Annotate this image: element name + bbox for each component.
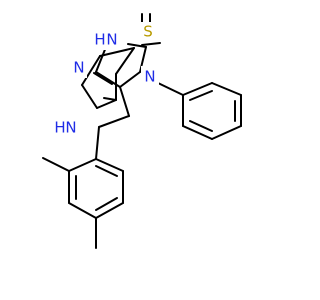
bond-n2-c3	[81, 55, 101, 86]
bond-c3-n4	[115, 47, 135, 75]
phenyl-b4	[211, 125, 242, 140]
triazole-n1-hydrogen: H	[94, 31, 105, 49]
xylyl-b3	[68, 202, 97, 219]
bond-c3-n1a	[99, 47, 135, 57]
xylyl-b1	[68, 158, 97, 172]
molecule-canvas: S N H N N H N	[42, 13, 242, 249]
phenyl-d3	[189, 120, 213, 132]
bond-thione-c	[141, 42, 161, 46]
phenyl-b2	[211, 82, 242, 96]
triazole-n4-mask	[141, 66, 159, 88]
methyl-ortho	[42, 157, 70, 172]
amine-hydrogen-label: H	[54, 119, 65, 137]
thione-s-mask	[140, 22, 156, 42]
molecule-structure: S N H N N H N	[42, 13, 242, 249]
phenyl-b1	[182, 82, 213, 96]
thione-sulfur-label: S	[143, 23, 153, 41]
bond-c5-ch2	[119, 86, 130, 117]
bond-n4-c5b	[119, 71, 141, 88]
phenyl-d1	[189, 90, 213, 101]
triazole-n1-mask	[91, 29, 120, 50]
bond-c5-n1	[96, 99, 117, 109]
bond-nh-aryl	[95, 126, 100, 160]
bond-n1-n2	[81, 84, 98, 109]
bond-n4-phenyl	[157, 82, 184, 96]
bond-nh-c	[127, 43, 147, 48]
xylyl-d2	[95, 197, 118, 211]
amine-nitrogen-label: N	[65, 119, 76, 137]
xylyl-b4	[95, 202, 124, 219]
bond-c5-nb	[95, 71, 121, 88]
xylyl-d3	[95, 165, 118, 177]
triazole-n2-label: N	[73, 59, 84, 77]
phenyl-b5	[182, 125, 213, 140]
bond-c5-n-double	[93, 72, 113, 85]
bond-ch2-nh	[98, 115, 130, 128]
triazole-n2-mask	[71, 58, 87, 78]
triazole-n1-label: N	[106, 31, 117, 49]
bond-n-nh	[95, 46, 107, 73]
bond-c5-n1-double	[103, 97, 117, 101]
xylyl-b6	[95, 158, 124, 172]
amine-mask	[55, 118, 79, 138]
triazole-n4-label: N	[144, 68, 155, 86]
